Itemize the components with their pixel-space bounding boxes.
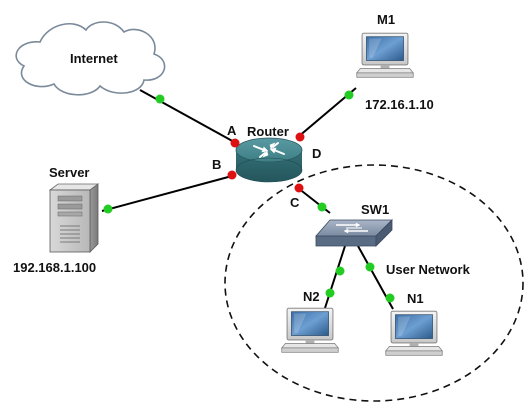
server-tower-icon [48, 183, 100, 253]
user-network-label: User Network [386, 262, 470, 277]
m1-label: M1 [377, 12, 396, 27]
port-d-label: D [312, 146, 322, 161]
cloud-icon [15, 21, 166, 96]
network-links [101, 87, 394, 310]
n2-computer-icon [281, 307, 339, 353]
router-icon [235, 137, 303, 183]
green-link-dot-m1 [344, 90, 354, 100]
switch-icon [315, 219, 393, 247]
router-port-c-dot [294, 183, 304, 193]
green-link-dot-internet [155, 94, 165, 104]
link-server-router [101, 175, 233, 212]
link-internet-router [139, 89, 237, 144]
router-label: Router [247, 124, 289, 139]
port-c-label: C [290, 195, 300, 210]
internet-label: Internet [70, 51, 118, 66]
port-a-label: A [227, 123, 237, 138]
sw1-label: SW1 [361, 202, 390, 217]
router-port-b-dot [227, 170, 237, 180]
link-status-dots [103, 90, 395, 303]
m1-ip-label: 172.16.1.10 [365, 97, 434, 112]
green-link-dot-switch-n2-top [335, 266, 345, 276]
n1-label: N1 [407, 291, 424, 306]
n1-computer-icon [385, 310, 443, 356]
green-link-dot-switch-n2-bottom [325, 288, 335, 298]
router-port-d-dot [295, 132, 305, 142]
server-ip-label: 192.168.1.100 [13, 260, 97, 275]
link-switch-n2 [324, 245, 346, 309]
m1-computer-icon [356, 32, 414, 78]
green-link-dot-switch-n1-bottom [385, 293, 395, 303]
n2-label: N2 [303, 289, 320, 304]
user-network-boundary [224, 164, 524, 402]
server-label: Server [49, 165, 90, 180]
port-b-label: B [212, 157, 222, 172]
router-port-a-dot [230, 138, 240, 148]
green-link-dot-switch [317, 202, 327, 212]
green-link-dot-switch-n1-top [365, 262, 375, 272]
green-link-dot-server [103, 204, 113, 214]
